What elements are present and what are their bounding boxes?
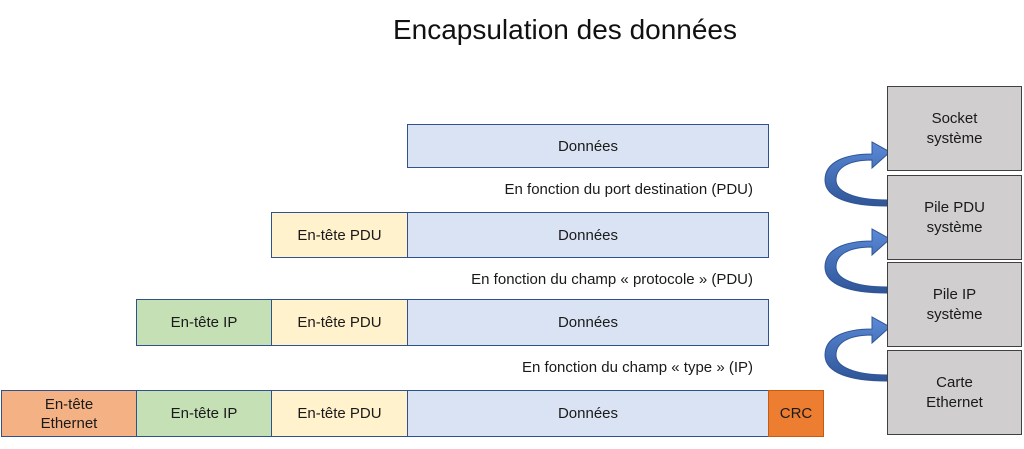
ip-header-block: En-tête IP [136,299,272,346]
label-port: En fonction du port destination (PDU) [504,181,753,198]
stack-carte-ethernet: Carte Ethernet [887,350,1022,435]
curved-arrow-icon [824,141,891,207]
data-block: Données [407,299,769,346]
label-protocole: En fonction du champ « protocole » (PDU) [471,271,753,288]
data-block: Données [407,124,769,168]
ethernet-header-block: En-tête Ethernet [1,390,137,437]
label-type: En fonction du champ « type » (IP) [522,359,753,376]
diagram-title: Encapsulation des données [392,14,738,45]
pdu-header-block: En-tête PDU [271,212,408,258]
curved-arrow-icon [824,316,891,382]
pdu-header-block: En-tête PDU [271,299,408,346]
data-block: Données [407,212,769,258]
curved-arrow-icon [824,228,891,294]
stack-pile-ip: Pile IP système [887,262,1022,347]
stack-socket: Socket système [887,86,1022,171]
data-block: Données [407,390,769,437]
pdu-header-block: En-tête PDU [271,390,408,437]
ip-header-block: En-tête IP [136,390,272,437]
crc-block: CRC [768,390,824,437]
stack-pile-pdu: Pile PDU système [887,175,1022,260]
